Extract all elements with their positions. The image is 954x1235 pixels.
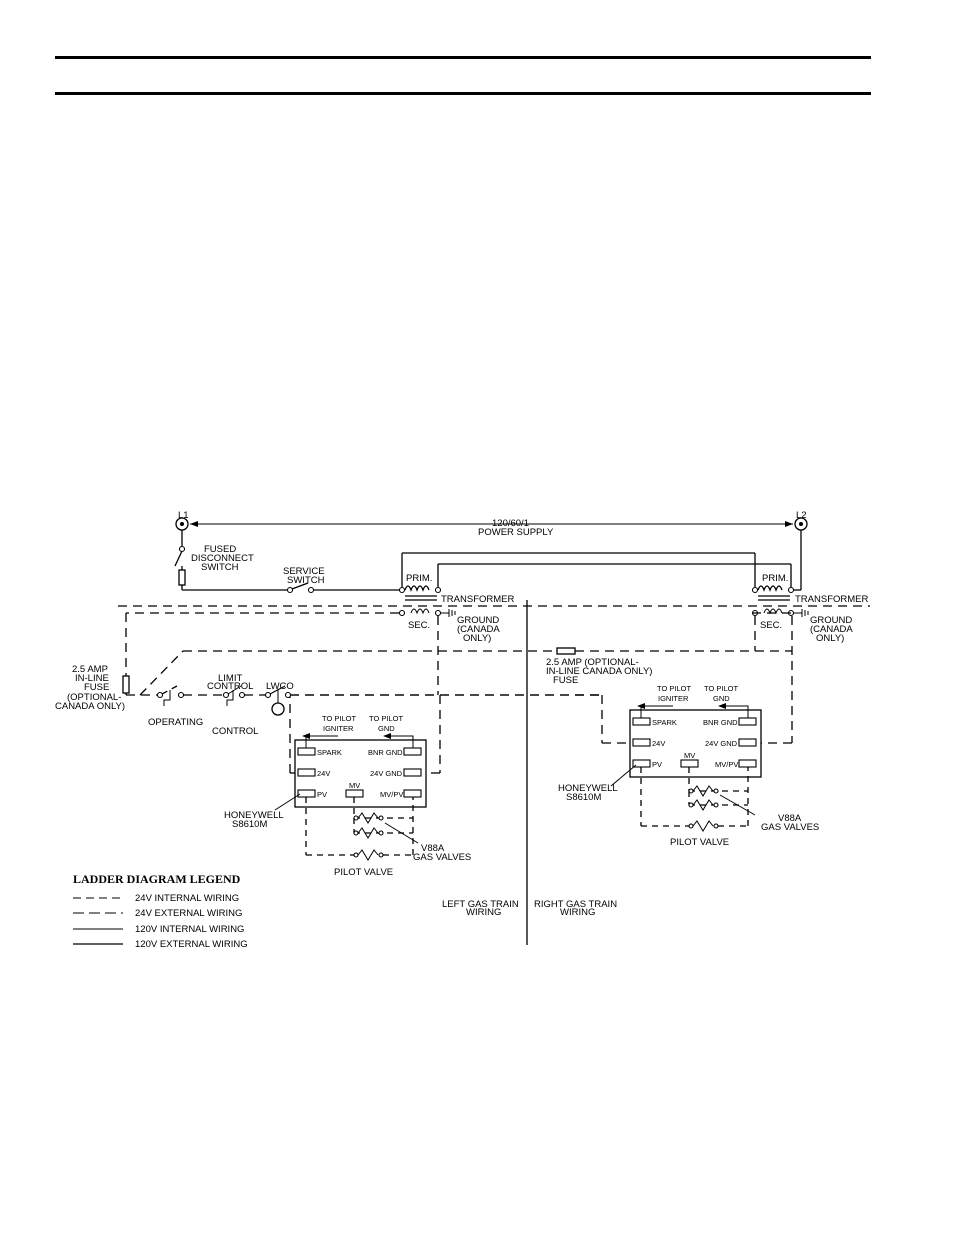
legend-item-24v-external: 24V EXTERNAL WIRING bbox=[135, 908, 242, 919]
right-bnr-gnd-label: BNR GND bbox=[703, 718, 738, 727]
right-ground-label-1: GROUND bbox=[810, 615, 852, 626]
power-supply-label: POWER SUPPLY bbox=[478, 527, 554, 538]
right-transformer bbox=[751, 585, 809, 617]
left-pilot-valve-label: PILOT VALVE bbox=[334, 867, 393, 878]
legend-item-120v-internal: 120V INTERNAL WIRING bbox=[135, 924, 244, 935]
right-igniter-label-1: TO PILOT bbox=[657, 684, 691, 693]
right-24v-gnd-label: 24V GND bbox=[705, 739, 738, 748]
legend-item-120v-external: 120V EXTERNAL WIRING bbox=[135, 939, 248, 950]
left-igniter-label-1: TO PILOT bbox=[322, 714, 356, 723]
left-fuse-label-1: 2.5 AMP bbox=[72, 664, 108, 675]
right-train-label-1: RIGHT GAS TRAIN bbox=[534, 899, 617, 910]
lwco-switch bbox=[264, 685, 292, 716]
left-fuse-label-4: (OPTIONAL- bbox=[67, 692, 121, 703]
right-fuse-label-3: FUSE bbox=[553, 675, 578, 686]
fused-label-2: DISCONNECT bbox=[191, 553, 254, 564]
right-mv-label: MV bbox=[684, 751, 695, 760]
right-pilot-valve-label: PILOT VALVE bbox=[670, 837, 729, 848]
right-prim-label: PRIM. bbox=[762, 573, 788, 584]
control-label: CONTROL bbox=[212, 726, 258, 737]
primary-wiring bbox=[401, 530, 802, 591]
left-spark-label: SPARK bbox=[317, 748, 342, 757]
service-label-1: SERVICE bbox=[283, 566, 325, 577]
left-gnd-label-1: TO PILOT bbox=[369, 714, 403, 723]
right-honeywell-label-2: S8610M bbox=[566, 792, 601, 803]
ladder-legend: LADDER DIAGRAM LEGEND 24V INTERNAL WIRIN… bbox=[73, 872, 248, 950]
limit-label-1: LIMIT bbox=[218, 673, 242, 684]
left-gnd-label-2: GND bbox=[378, 724, 395, 733]
right-v88a-label-1: V88A bbox=[778, 813, 802, 824]
right-pv-label: PV bbox=[652, 760, 662, 769]
right-24v-wiring bbox=[290, 612, 793, 744]
right-igniter-label-2: IGNITER bbox=[658, 694, 689, 703]
service-label-2: SWITCH bbox=[287, 575, 325, 586]
left-fuse-label-3: FUSE bbox=[84, 682, 109, 693]
left-24v-gnd-label: 24V GND bbox=[370, 769, 403, 778]
operating-control bbox=[156, 685, 185, 706]
left-igniter-label-2: IGNITER bbox=[323, 724, 354, 733]
left-train-label-1: LEFT GAS TRAIN bbox=[442, 899, 519, 910]
right-mv-pv-label: MV/PV bbox=[715, 760, 738, 769]
right-ground-label-2: (CANADA bbox=[810, 624, 853, 635]
right-v88a-label-2: GAS VALVES bbox=[761, 822, 819, 833]
legend-item-24v-internal: 24V INTERNAL WIRING bbox=[135, 893, 239, 904]
left-transformer bbox=[398, 585, 456, 617]
l1-label: L1 bbox=[178, 510, 189, 521]
left-ground-label-2: (CANADA bbox=[457, 624, 500, 635]
left-gas-valves bbox=[274, 793, 419, 861]
left-fuse-label-2: IN-LINE bbox=[75, 673, 109, 684]
right-train-label-2: WIRING bbox=[560, 907, 595, 918]
left-mv-label: MV bbox=[349, 781, 360, 790]
right-24v-label: 24V bbox=[652, 739, 665, 748]
left-transformer-label: TRANSFORMER bbox=[441, 594, 515, 605]
limit-label-2: CONTROL bbox=[207, 681, 253, 692]
right-gas-valves bbox=[610, 764, 756, 832]
operating-label: OPERATING bbox=[148, 717, 203, 728]
right-ignition-module bbox=[629, 703, 762, 778]
lwco-label: LWCO bbox=[266, 681, 294, 692]
right-transformer-label: TRANSFORMER bbox=[795, 594, 869, 605]
fused-disconnect-switch bbox=[174, 530, 287, 591]
left-sec-label: SEC. bbox=[408, 620, 430, 631]
right-fuse-label-1: 2.5 AMP (OPTIONAL- bbox=[546, 657, 639, 668]
left-bnr-gnd-label: BNR GND bbox=[368, 748, 403, 757]
left-pv-label: PV bbox=[317, 790, 327, 799]
power-supply-line bbox=[175, 517, 808, 531]
right-ground-label-3: ONLY) bbox=[816, 633, 844, 644]
l2-label: L2 bbox=[796, 510, 807, 521]
limit-control bbox=[222, 685, 246, 706]
left-fuse-label-5: CANADA ONLY) bbox=[55, 701, 125, 712]
left-v88a-label-2: GAS VALVES bbox=[413, 852, 471, 863]
service-switch bbox=[286, 582, 400, 594]
header-rule bbox=[55, 92, 871, 95]
left-24v-label: 24V bbox=[317, 769, 330, 778]
left-ground-label-3: ONLY) bbox=[463, 633, 491, 644]
fused-label-1: FUSED bbox=[204, 544, 236, 555]
power-rating: 120/60/1 bbox=[492, 518, 529, 529]
legend-title: LADDER DIAGRAM LEGEND bbox=[73, 872, 241, 886]
fused-label-3: SWITCH bbox=[201, 562, 239, 573]
left-v88a-label-1: V88A bbox=[421, 843, 445, 854]
left-ground-label-1: GROUND bbox=[457, 615, 499, 626]
left-honeywell-label-1: HONEYWELL bbox=[224, 810, 284, 821]
right-honeywell-label-1: HONEYWELL bbox=[558, 783, 618, 794]
right-sec-label: SEC. bbox=[760, 620, 782, 631]
left-ignition-module bbox=[294, 733, 427, 808]
left-mv-pv-label: MV/PV bbox=[380, 790, 403, 799]
top-rule bbox=[55, 56, 871, 59]
right-fuse-label-2: IN-LINE CANADA ONLY) bbox=[546, 666, 652, 677]
left-train-label-2: WIRING bbox=[466, 907, 501, 918]
left-prim-label: PRIM. bbox=[406, 573, 432, 584]
right-gnd-label-1: TO PILOT bbox=[704, 684, 738, 693]
left-honeywell-label-2: S8610M bbox=[232, 819, 267, 830]
right-gnd-label-2: GND bbox=[713, 694, 730, 703]
right-spark-label: SPARK bbox=[652, 718, 677, 727]
